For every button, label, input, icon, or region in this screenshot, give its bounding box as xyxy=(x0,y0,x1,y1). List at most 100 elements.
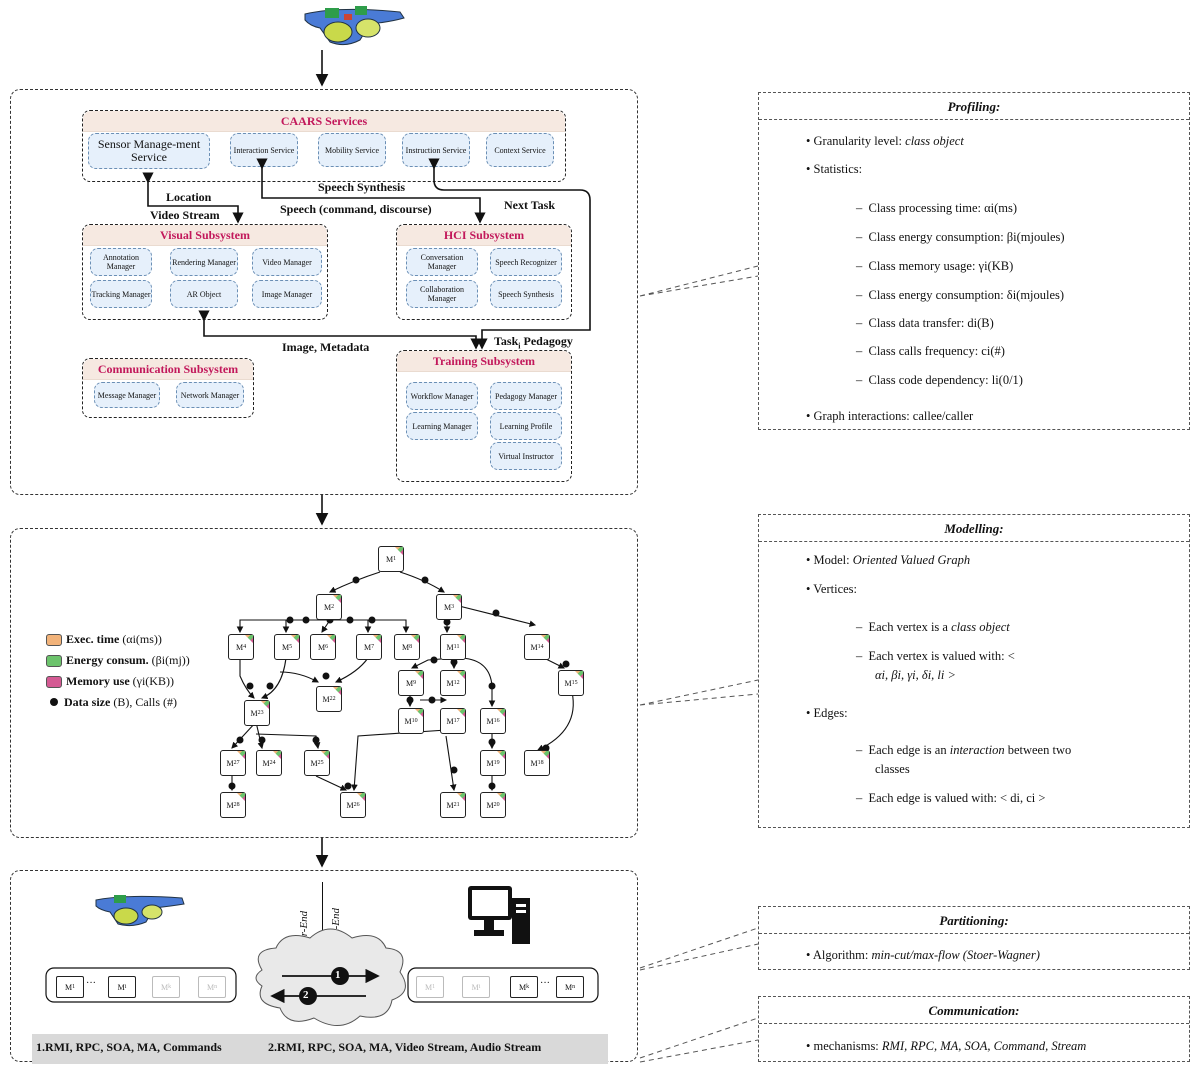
subsystem-flow-arrows xyxy=(142,158,591,350)
flow-video-stream: Video Stream xyxy=(150,208,220,222)
vertices-bullet: • Vertices: xyxy=(806,582,858,596)
stat-calls-frequency: – Class calls frequency: ci(#) xyxy=(856,344,1005,358)
mechanisms-bullet: • mechanisms: RMI, RPC, MA, SOA, Command… xyxy=(806,1039,1087,1053)
workflow-manager: Workflow Manager xyxy=(406,382,478,410)
image-manager: Image Manager xyxy=(252,280,322,308)
service-sensor-management: Sensor Manage-ment Service xyxy=(88,133,210,169)
stat-energy-delta: – Class energy consumption: δi(mjoules) xyxy=(856,288,1065,302)
edge-interaction: – Each edge is an interaction between tw… xyxy=(856,743,1072,757)
legend-energy: Energy consum. (βi(mj)) xyxy=(46,653,190,668)
algorithm-bullet: • Algorithm: min-cut/max-flow (Stoer-Wag… xyxy=(806,948,1040,962)
flow-speech-synthesis: Speech Synthesis xyxy=(318,180,406,194)
legend-exec: Exec. time (αi(ms)) xyxy=(46,632,162,647)
vertex-class-object: – Each vertex is a class object xyxy=(856,620,1010,634)
left-ellipsis: ··· xyxy=(86,978,96,989)
ar-glasses-icon xyxy=(304,6,405,46)
pedagogy-manager: Pedagogy Manager xyxy=(490,382,562,410)
training-title: Training Subsystem xyxy=(397,351,571,372)
graph-edges xyxy=(228,571,574,792)
speech-synthesis: Speech Synthesis xyxy=(490,280,562,308)
right-ellipsis: ··· xyxy=(540,978,550,989)
edge-valued: – Each edge is valued with: < di, ci > xyxy=(856,791,1046,805)
learning-manager: Learning Manager xyxy=(406,412,478,440)
ar-object: AR Object xyxy=(170,280,238,308)
flow-speech-command: Speech (command, discourse) xyxy=(280,202,432,216)
step-1-badge: 1 xyxy=(335,969,341,981)
rendering-manager: Rendering Manager xyxy=(170,248,238,276)
stat-data-transfer: – Class data transfer: di(B) xyxy=(856,316,994,330)
legend-memory: Memory use (γi(KB)) xyxy=(46,674,174,689)
stat-energy-beta: – Class energy consumption: βi(mjoules) xyxy=(856,230,1065,244)
edges-bullet: • Edges: xyxy=(806,706,848,720)
communication-panel-title: Communication: xyxy=(928,1003,1020,1018)
vertex-valued: – Each vertex is valued with: < xyxy=(856,649,1015,663)
learning-profile: Learning Profile xyxy=(490,412,562,440)
modelling-panel: Modelling: xyxy=(758,514,1190,828)
stat-memory: – Class memory usage: γi(KB) xyxy=(856,259,1014,273)
comm-mechanisms-1: 1.RMI, RPC, SOA, MA, Commands xyxy=(36,1040,222,1054)
legend-data: Data size (B), Calls (#) xyxy=(46,695,177,710)
stat-code-dependency: – Class code dependency: li(0/1) xyxy=(856,373,1023,387)
partition-graphics xyxy=(32,928,608,1064)
message-manager: Message Manager xyxy=(94,382,160,408)
partitioning-title: Partitioning: xyxy=(939,913,1009,928)
flow-location: Location xyxy=(166,190,212,204)
communication-title: Communication Subsystem xyxy=(83,359,253,380)
flow-task-pedagogy: Taski Pedagogy xyxy=(494,334,573,351)
comm-mechanisms-2: 2.RMI, RPC, SOA, MA, Video Stream, Audio… xyxy=(268,1040,542,1054)
model-bullet: • Model: Oriented Valued Graph xyxy=(806,553,971,567)
graph-interactions-bullet: • Graph interactions: callee/caller xyxy=(806,409,974,423)
graph-panel xyxy=(10,528,638,838)
virtual-instructor: Virtual Instructor xyxy=(490,442,562,470)
tracking-manager: Tracking Manager xyxy=(90,280,152,308)
granularity-bullet: • Granularity level: class object xyxy=(806,134,964,148)
stat-processing-time: – Class processing time: αi(ms) xyxy=(856,201,1018,215)
architecture-panel xyxy=(10,89,638,495)
flow-next-task: Next Task xyxy=(504,198,556,212)
caars-title: CAARS Services xyxy=(83,111,565,132)
modelling-title: Modelling: xyxy=(944,521,1004,536)
edge-interaction-cont: classes xyxy=(875,762,910,776)
partition-divider xyxy=(322,882,323,948)
partitioning-panel: Partitioning: xyxy=(758,906,1190,970)
network-manager: Network Manager xyxy=(176,382,244,408)
communication-panel: Communication: xyxy=(758,996,1190,1062)
service-context: Context Service xyxy=(486,133,554,167)
video-manager: Video Manager xyxy=(252,248,322,276)
desktop-computer-icon xyxy=(468,886,530,944)
ar-glasses-small-icon xyxy=(95,895,185,927)
vertex-valued-set: αi, βi, γi, δi, li > xyxy=(875,668,956,682)
visual-title: Visual Subsystem xyxy=(83,225,327,246)
